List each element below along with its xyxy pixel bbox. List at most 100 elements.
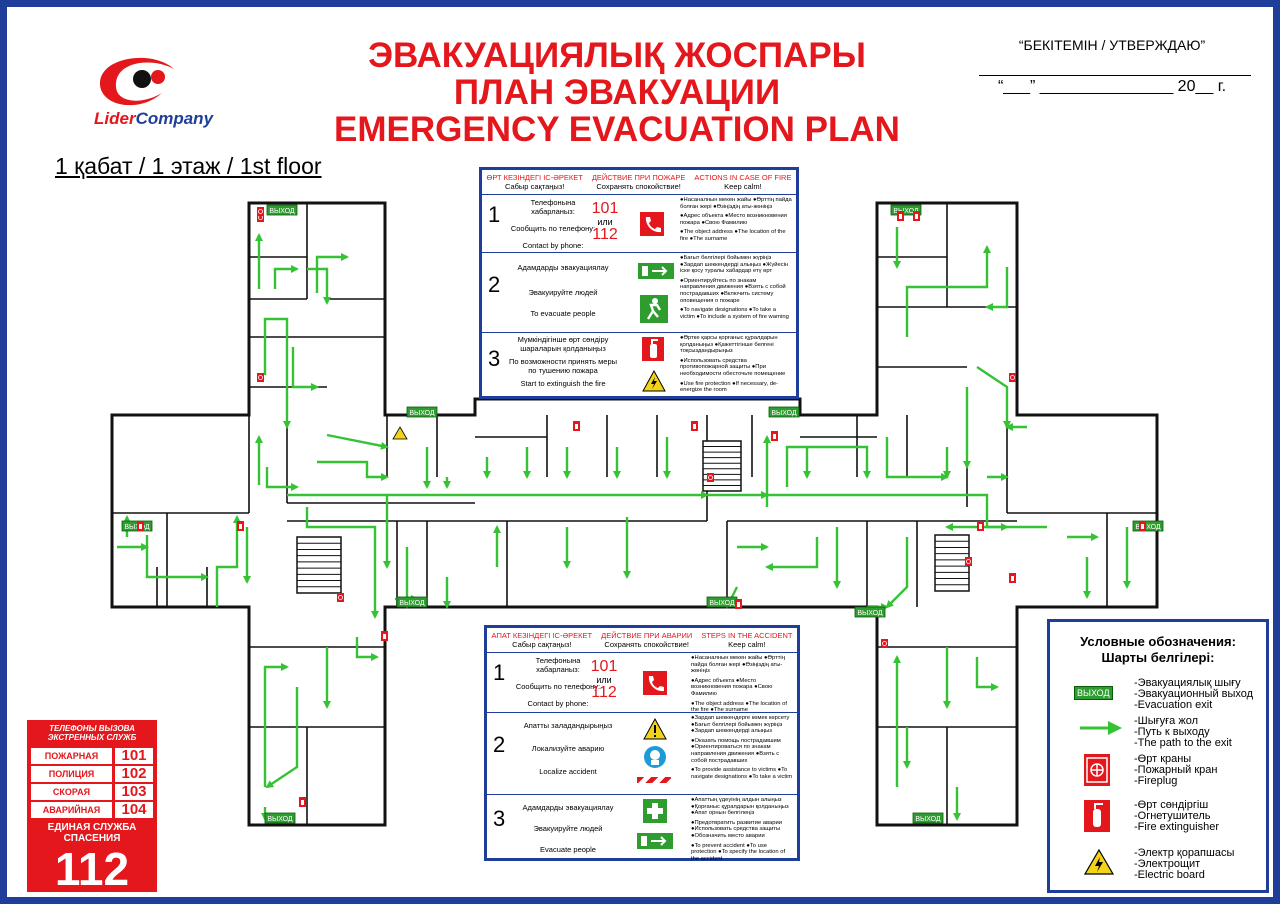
fireplug-icon <box>257 373 264 382</box>
acc-step-detail: ●Предотвратить развитие аварии ●Использо… <box>691 819 782 839</box>
acc-step-detail: ●Зардап шеккендерге көмек көрсету ●Бағыт… <box>691 715 790 735</box>
fireplug-ring <box>338 595 343 600</box>
acc-step-text: Адамдарды эвакуациялау <box>522 803 614 812</box>
emergency-heading: ТЕЛЕФОНЫ ВЫЗОВА ЭКСТРЕННЫХ СЛУЖБ <box>47 724 137 742</box>
fire-sub-en: Keep calm! <box>724 182 762 191</box>
exit-sign-icon <box>1132 520 1164 532</box>
legend-line: -Электрощит <box>1134 858 1201 870</box>
legend-line: -Өрт сөндіргіш <box>1134 799 1209 811</box>
fireplug-icon <box>707 473 714 482</box>
or-label: или <box>597 217 613 227</box>
legend-line: -Электр қорапшасы <box>1134 847 1235 859</box>
fireplug-ring <box>708 475 713 480</box>
logo-swoosh-icon <box>99 57 174 106</box>
exit-sign-icon <box>264 812 296 824</box>
extinguisher-body <box>239 524 242 529</box>
acc-sub-kz: Сабыр сақтаңыз! <box>512 640 572 649</box>
title-english: EMERGENCY EVACUATION PLAN <box>334 110 900 149</box>
exit-sign-label: ВЫХОД <box>269 208 295 215</box>
service-name: ПОЖАРНАЯ <box>31 748 112 764</box>
evacuation-path-arrow <box>307 267 331 305</box>
evacuation-path-arrow <box>905 245 991 337</box>
service-name: ПОЛИЦИЯ <box>31 766 112 782</box>
electric-icon <box>1084 848 1114 875</box>
stairwell <box>934 534 970 592</box>
exit-sign-label: ВЫХОД <box>771 410 797 417</box>
electric-icon <box>642 369 666 393</box>
evacuation-path-arrow <box>315 253 349 293</box>
evacuation-path-arrow <box>326 433 389 450</box>
extinguisher-body <box>773 434 776 439</box>
acc-step-text: Апатты заладандырыңыз <box>523 721 613 730</box>
evacuation-path-arrow <box>263 317 291 429</box>
acc-step-detail: ●The object address ●The location of the… <box>691 700 787 714</box>
fireplug-ring <box>258 209 263 214</box>
evacuation-path-arrow <box>145 535 209 581</box>
acc-step-text: Телефонына хабарланыз: <box>535 656 581 674</box>
acc-sub-en: Keep calm! <box>728 640 766 649</box>
fireplug-icon <box>257 213 264 222</box>
fire-step-text: Start to extinguish the fire <box>520 379 606 388</box>
fire-head-ru: ДЕЙСТВИЕ ПРИ ПОЖАРЕ <box>591 173 686 182</box>
legend-line: -Fireplug <box>1134 775 1178 787</box>
extinguisher-body <box>693 424 696 429</box>
arrow-icon <box>1080 721 1122 735</box>
fireplug-icon <box>881 639 888 648</box>
acc-step-text: Локализуйте аварию <box>531 744 605 753</box>
evacuation-path-arrow <box>885 437 949 481</box>
phone-number: 101 <box>590 658 618 675</box>
accident-step-1: 1 Телефонына хабарланыз:Сообщить по теле… <box>487 652 797 713</box>
rescue-service-label: ЕДИНАЯ СЛУЖБА СПАСЕНИЯ <box>47 822 137 844</box>
acc-step-number: 1 <box>493 660 506 685</box>
protective-mask-icon <box>643 745 667 769</box>
evacuation-path-arrow <box>273 265 299 289</box>
fireplug-icon <box>965 557 972 566</box>
exit-sign-label: ВЫХОД <box>399 600 425 607</box>
first-aid-icon <box>643 799 667 823</box>
exit-sign-label: ВЫХОД <box>409 410 435 417</box>
fire-step-text: To evacuate people <box>530 309 596 318</box>
evacuation-path-arrow <box>885 537 909 609</box>
fire-sub-kz: Сабыр сақтаңыз! <box>504 182 565 191</box>
extinguisher-body <box>301 800 304 805</box>
fire-step-detail: ●Ориентируйтесь по знакам направления дв… <box>680 277 786 304</box>
service-number: 103 <box>115 784 153 800</box>
phone-icon <box>643 671 667 695</box>
acc-step-number: 3 <box>493 806 506 831</box>
acc-step-text: Localize accident <box>539 767 597 776</box>
phone-number: 112 <box>592 226 618 243</box>
fireplug-icon <box>1084 754 1110 786</box>
legend-line: -Electric board <box>1134 869 1205 881</box>
fire-step-detail: ●The object address ●The location of the… <box>680 229 786 242</box>
extinguisher-body <box>737 602 740 607</box>
service-number: 102 <box>115 766 153 782</box>
extinguisher-body <box>1141 524 1144 529</box>
fire-sub-ru: Сохранять спокойствие! <box>596 182 681 191</box>
acc-sub-ru: Сохранять спокойствие! <box>604 640 689 649</box>
fireplug-ring <box>882 641 887 646</box>
fire-step-text: По возможности принять меры по тушению п… <box>508 357 618 375</box>
fire-step-number: 1 <box>488 202 501 227</box>
stairwell <box>296 536 342 594</box>
extinguisher-body <box>139 524 142 529</box>
fire-step-3: 3 Мүмкіндігінше өрт сөндіру шараларын қо… <box>482 332 796 399</box>
exit-sign-icon <box>854 606 886 618</box>
acc-step-text: Эвакуируйте людей <box>533 824 603 833</box>
fire-step-detail: ●Использовать средства противопожарной з… <box>680 357 786 377</box>
evacuation-path-arrow <box>317 460 389 481</box>
barrier-tape-icon <box>637 777 671 783</box>
legend-line: -The path to the exit <box>1134 737 1232 749</box>
floor-label: 1 қабат / 1 этаж / 1st floor <box>55 153 322 179</box>
emergency-phones-panel: ТЕЛЕФОНЫ ВЫЗОВА ЭКСТРЕННЫХ СЛУЖБ ПОЖАРНА… <box>27 720 157 894</box>
acc-step-text: Evacuate people <box>540 845 596 854</box>
legend-title-kz: Шарты белгілері: <box>1101 650 1215 665</box>
exit-sign-label: ВЫХОД <box>857 610 883 617</box>
fire-step-text: Телефонына хабарланыз: <box>530 198 576 216</box>
acc-step-detail: ●Оказать помощь пострадавшим ●Ориентиров… <box>691 737 781 764</box>
